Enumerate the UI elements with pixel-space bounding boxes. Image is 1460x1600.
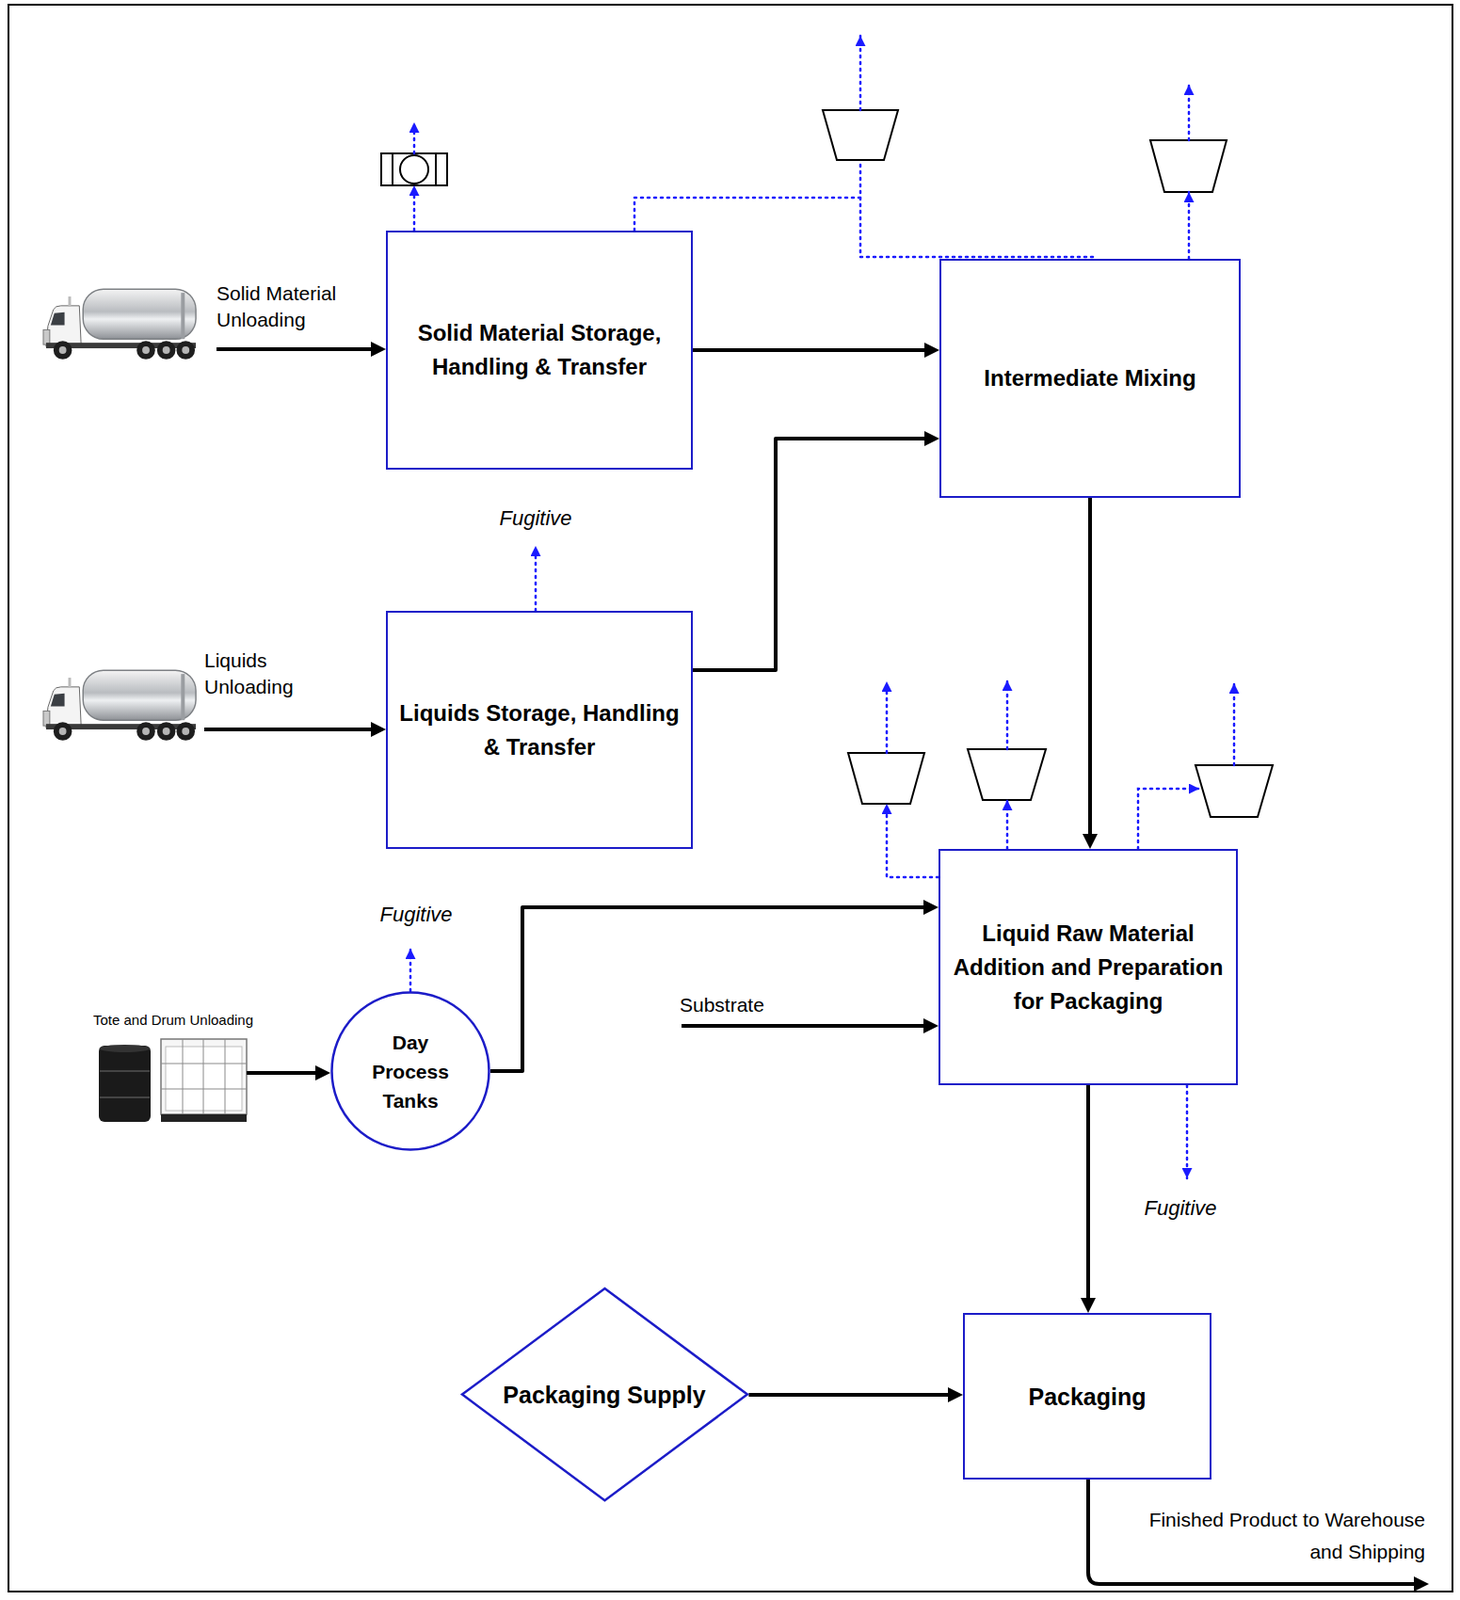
drum-and-tote (98, 1039, 247, 1123)
node-text: Packaging Supply (502, 1379, 706, 1412)
flow-label: Finished Product to Warehouse and Shippi… (1123, 1504, 1426, 1569)
process-box: Liquids Storage, Handling & Transfer (385, 610, 693, 850)
flow-arrow (748, 1393, 956, 1397)
node-text: Liquid Raw Material Addition and Prepara… (947, 916, 1229, 1019)
emission-label: Fugitive (479, 505, 593, 532)
supply-diamond: Packaging Supply (460, 1286, 750, 1503)
tanker-truck (43, 670, 196, 741)
process-box: Intermediate Mixing (939, 258, 1241, 498)
process-box: Packaging (962, 1313, 1212, 1480)
flow-label: Liquids Unloading (204, 647, 318, 701)
process-tank-circle: Day Process Tanks (330, 991, 491, 1152)
diamond-outline (462, 1288, 748, 1501)
page-frame (8, 4, 1453, 1592)
flow-label: Tote and Drum Unloading (60, 1010, 287, 1030)
tanker-truck (43, 288, 196, 360)
flow-arrow (692, 438, 932, 671)
node-text: Solid Material Storage, Handling & Trans… (395, 316, 684, 385)
node-text: Intermediate Mixing (983, 361, 1196, 396)
flow-arrow (692, 348, 932, 353)
flow-label: Solid Material Unloading (216, 280, 377, 334)
tank-outline (332, 993, 490, 1151)
material-flow (204, 349, 1422, 1585)
node-text: Day Process Tanks (363, 1027, 458, 1116)
process-box: Liquid Raw Material Addition and Prepara… (938, 849, 1238, 1086)
node-text: Packaging (1027, 1379, 1146, 1414)
node-text: Liquids Storage, Handling & Transfer (395, 696, 684, 765)
flow-arrow (1086, 1085, 1091, 1306)
flow-arrow (490, 907, 931, 1072)
control-device (381, 110, 1273, 818)
emission-line (410, 35, 1235, 1179)
flow-label: Substrate (679, 992, 831, 1019)
flow-arrow (1088, 497, 1092, 842)
emission-label: Fugitive (1123, 1195, 1237, 1222)
process-box: Solid Material Storage, Handling & Trans… (385, 230, 693, 470)
emission-label: Fugitive (359, 901, 473, 929)
